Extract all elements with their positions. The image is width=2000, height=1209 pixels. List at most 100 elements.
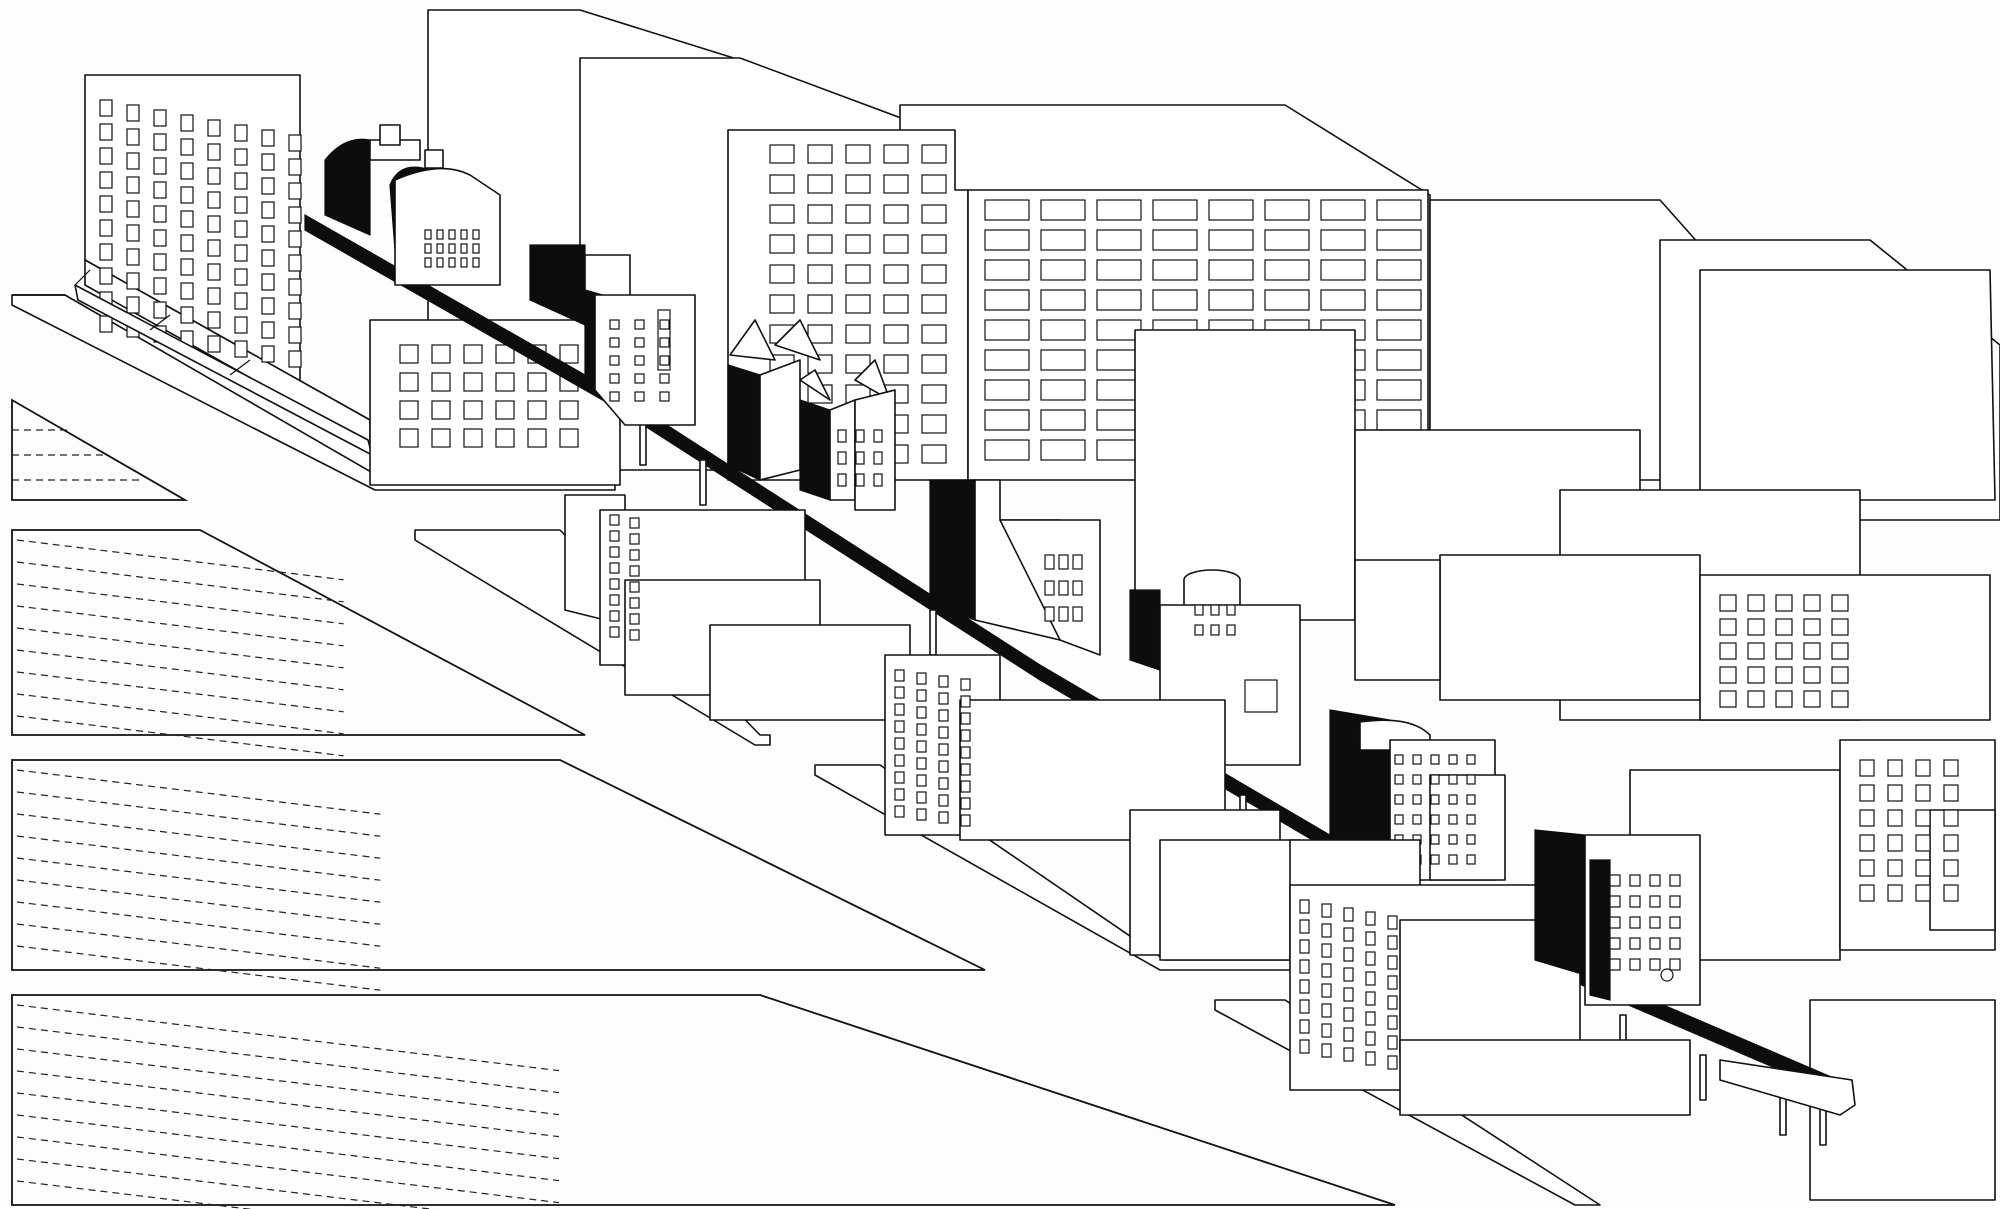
hatch-line [16,1092,560,1160]
block-window [495,344,515,364]
hatch-line [16,1136,560,1204]
lowright-window [1943,834,1959,852]
leftlow-windows [399,344,579,448]
hatch-line [16,769,381,815]
lowright-window [1887,759,1903,777]
arch-window [472,243,480,254]
slab-window [207,143,221,161]
lower-window [1299,979,1310,994]
lower-window [1365,911,1376,926]
cyl-window [1394,754,1404,765]
tower-window [883,324,909,344]
tower-window [1208,259,1254,281]
spire-houses [727,319,896,511]
lower-window [1365,971,1376,986]
tower-window [769,294,795,314]
slab-window [180,234,194,252]
row-window [916,672,927,685]
rotunda-window [1210,604,1220,616]
midright-window [1719,618,1737,636]
rotunda-window [1210,624,1220,636]
tower-window [1152,199,1198,221]
row-window [609,562,620,574]
cyl-window [1394,774,1404,785]
tower-window [1376,349,1422,371]
lower-window [1299,939,1310,954]
arch-window [448,257,456,268]
lower-windows [1299,899,1398,1070]
rtrack-window [1649,916,1661,929]
arched-building [324,124,501,286]
tower-window [984,409,1030,431]
lowright-window [1887,809,1903,827]
lower-window [1365,991,1376,1006]
row-window [916,723,927,736]
pair-window [634,373,645,384]
arch-window [448,229,456,240]
slab-window [99,219,113,237]
tower-window [921,174,947,194]
row-window [960,814,971,827]
lower-window [1343,987,1354,1002]
hatch-line [16,583,344,625]
lower-window [1321,923,1332,938]
block-window [527,428,547,448]
row-window [938,794,949,807]
block-window [463,344,483,364]
slab-window [126,128,140,146]
lower-window [1299,919,1310,934]
hatch-line [16,1026,560,1094]
pair-window [609,337,620,348]
tower-window [807,354,833,374]
cyl-window [1394,794,1404,805]
midright-window [1803,618,1821,636]
row-window [916,791,927,804]
slab-window [153,109,167,127]
arch-window [460,243,468,254]
slab-window [207,167,221,185]
tower-window [921,354,947,374]
hatch-line [16,1004,560,1072]
tower-window [883,294,909,314]
hatch-line [16,1070,560,1138]
spire-window [855,473,865,487]
slab-window [288,278,302,296]
row-window [938,743,949,756]
tower-window [921,384,947,404]
row-window [609,626,620,638]
arch-window [436,257,444,268]
block-window [399,400,419,420]
lower-window [1387,1055,1398,1070]
rail-end-cap [1719,1059,1856,1116]
slab-window [261,321,275,339]
slab-window [153,133,167,151]
arch-window [436,243,444,254]
row-window [629,565,640,577]
lot-top [11,398,189,501]
tower-window [807,144,833,164]
arch-window [472,257,480,268]
cyl-window [1412,774,1422,785]
row-window [629,581,640,593]
mid-window [1072,606,1083,622]
block-window [431,344,451,364]
hatch-line [16,1114,560,1182]
mid-block-4 [1439,554,1701,701]
lower-window [1387,1015,1398,1030]
cyl-window [1448,834,1458,845]
row-window [894,720,905,733]
lower-window [1387,995,1398,1010]
slab-window [99,315,113,333]
left-slab-building [74,74,373,456]
tower-pair [529,244,696,426]
pair-window [659,355,670,366]
midright-window [1719,690,1737,708]
arch-window [460,257,468,268]
rail-column [1699,1054,1707,1101]
pair-window [634,337,645,348]
tower-window [1096,229,1142,251]
slab-window [153,181,167,199]
tower-window [921,264,947,284]
hatch-line [16,1180,254,1209]
